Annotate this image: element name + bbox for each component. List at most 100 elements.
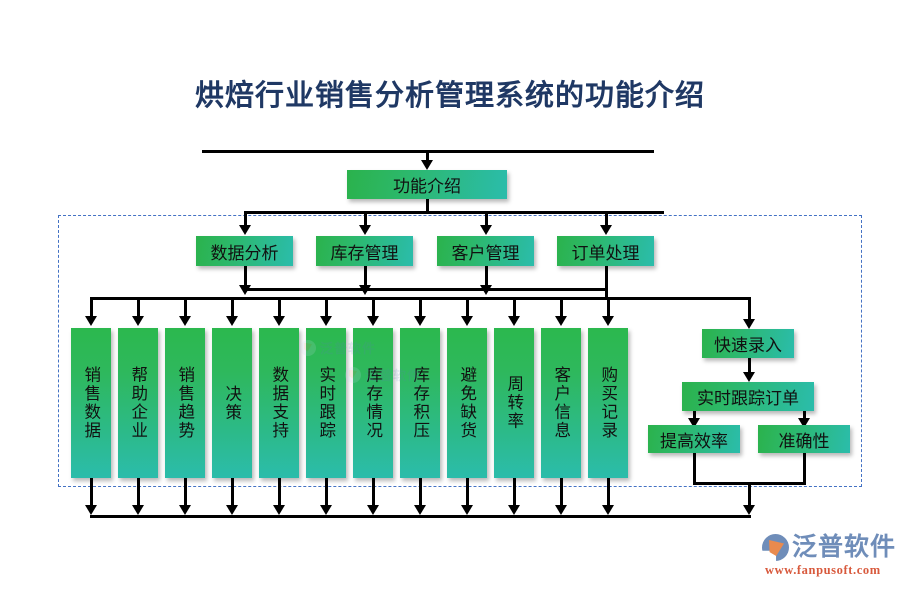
out-arrow-3	[179, 505, 191, 515]
leaf-turnover-rate-label: 周转率	[504, 375, 524, 431]
brand-url-text: www.fanpusoft.com	[765, 563, 881, 577]
node-accuracy-label: 准确性	[778, 431, 830, 451]
node-customer-management[interactable]: 客户管理	[437, 236, 534, 266]
leaf-purchase-record-label: 购买记录	[598, 366, 618, 440]
l2-out-4	[605, 266, 608, 288]
leaf-inventory-backlog[interactable]: 库存积压	[400, 328, 440, 478]
node-order-processing-label: 订单处理	[571, 243, 640, 263]
node-accuracy[interactable]: 准确性	[758, 425, 850, 453]
out-arrow-12	[602, 505, 614, 515]
out-drop-3	[184, 478, 187, 508]
leaf-avoid-stockout[interactable]: 避免缺货	[447, 328, 487, 478]
node-quick-entry-label: 快速录入	[714, 336, 782, 355]
node-track-order[interactable]: 实时跟踪订单	[682, 382, 814, 411]
out-arrow-9	[461, 505, 473, 515]
leaf-drop-8	[419, 297, 422, 318]
out-drop-10	[513, 478, 516, 508]
out-drop-6	[325, 478, 328, 508]
out-arrow-2	[132, 505, 144, 515]
out-arrow-10	[508, 505, 520, 515]
accuracy-out	[803, 453, 806, 482]
leaf-merge-drop	[605, 288, 608, 298]
leaf-sales-trend[interactable]: 销售趋势	[165, 328, 205, 478]
out-drop-7	[372, 478, 375, 508]
brand-logo-row: 泛普软件	[762, 534, 896, 561]
leaf-sales-data-label: 销售数据	[81, 366, 101, 440]
node-data-analysis[interactable]: 数据分析	[196, 236, 293, 266]
out-drop-12	[607, 478, 610, 508]
leaf-purchase-record[interactable]: 购买记录	[588, 328, 628, 478]
leaf-sales-trend-label: 销售趋势	[175, 366, 195, 440]
leaf-drop-11	[560, 297, 563, 318]
level2-bus-line	[244, 211, 664, 214]
leaf-arrow-7	[367, 316, 379, 326]
track-order-out-right	[803, 411, 806, 422]
right-branch-merge-arrow	[743, 505, 755, 515]
node-quick-entry[interactable]: 快速录入	[702, 329, 794, 358]
level2-drop-2	[364, 211, 367, 227]
root-feed-line	[426, 150, 429, 164]
level2-drop-4	[605, 211, 608, 227]
out-arrow-7	[367, 505, 379, 515]
leaf-help-enterprise[interactable]: 帮助企业	[118, 328, 158, 478]
l2-out-1	[244, 266, 247, 288]
out-arrow-5	[273, 505, 285, 515]
leaf-arrow-10	[508, 316, 520, 326]
leaf-drop-5	[278, 297, 281, 318]
node-inventory-management-label: 库存管理	[330, 243, 399, 263]
leaf-decision-label: 决策	[222, 384, 242, 422]
leaf-data-support-label: 数据支持	[269, 366, 289, 440]
out-arrow-6	[320, 505, 332, 515]
leaf-avoid-stockout-label: 避免缺货	[457, 366, 477, 440]
leaf-arrow-4	[226, 316, 238, 326]
track-order-out-left	[693, 411, 696, 422]
track-order-arrow-left	[688, 418, 700, 428]
out-drop-5	[278, 478, 281, 508]
page-title: 烘焙行业销售分析管理系统的功能介绍	[194, 80, 705, 112]
root-feed-arrow	[421, 160, 433, 170]
node-improve-efficiency-label: 提高效率	[660, 431, 728, 451]
leaf-help-enterprise-label: 帮助企业	[128, 366, 148, 440]
node-root-label: 功能介绍	[393, 177, 461, 196]
node-root[interactable]: 功能介绍	[347, 170, 507, 199]
leaf-inventory-status-label: 库存情况	[363, 366, 383, 440]
leaf-customer-info[interactable]: 客户信息	[541, 328, 581, 478]
node-customer-management-label: 客户管理	[451, 243, 520, 263]
l2-out-3	[485, 266, 488, 288]
out-arrow-1	[85, 505, 97, 515]
out-arrow-11	[555, 505, 567, 515]
leaf-merge-rail	[244, 288, 608, 291]
leaf-drop-3	[184, 297, 187, 318]
right-branch-merge-drop	[748, 482, 751, 508]
leaf-inventory-backlog-label: 库存积压	[410, 366, 430, 440]
leaf-customer-info-label: 客户信息	[551, 366, 571, 440]
out-arrow-4	[226, 505, 238, 515]
track-order-arrow-right	[798, 418, 810, 428]
brand-name-text: 泛普软件	[792, 533, 897, 561]
leaf-realtime-tracking[interactable]: 实时跟踪	[306, 328, 346, 478]
level2-drop-3	[485, 211, 488, 227]
out-drop-4	[231, 478, 234, 508]
leaf-data-support[interactable]: 数据支持	[259, 328, 299, 478]
level2-arrow-4	[600, 225, 612, 235]
node-improve-efficiency[interactable]: 提高效率	[648, 425, 740, 453]
leaf-turnover-rate[interactable]: 周转率	[494, 328, 534, 478]
leaf-arrow-5	[273, 316, 285, 326]
order-branch-arrow	[743, 319, 755, 329]
leaf-inventory-status[interactable]: 库存情况	[353, 328, 393, 478]
node-data-analysis-label: 数据分析	[210, 243, 279, 263]
leaf-arrow-12	[602, 316, 614, 326]
node-inventory-management[interactable]: 库存管理	[316, 236, 413, 266]
node-order-processing[interactable]: 订单处理	[557, 236, 654, 266]
leaf-drop-2	[137, 297, 140, 318]
leaf-drop-4	[231, 297, 234, 318]
l2-out-2	[364, 266, 367, 288]
leaf-drop-9	[466, 297, 469, 318]
out-drop-2	[137, 478, 140, 508]
leaf-decision[interactable]: 决策	[212, 328, 252, 478]
quick-entry-arrow	[743, 372, 755, 382]
leaf-sales-data[interactable]: 销售数据	[71, 328, 111, 478]
node-track-order-label: 实时跟踪订单	[697, 389, 799, 408]
fanpu-logo-icon	[762, 534, 789, 561]
